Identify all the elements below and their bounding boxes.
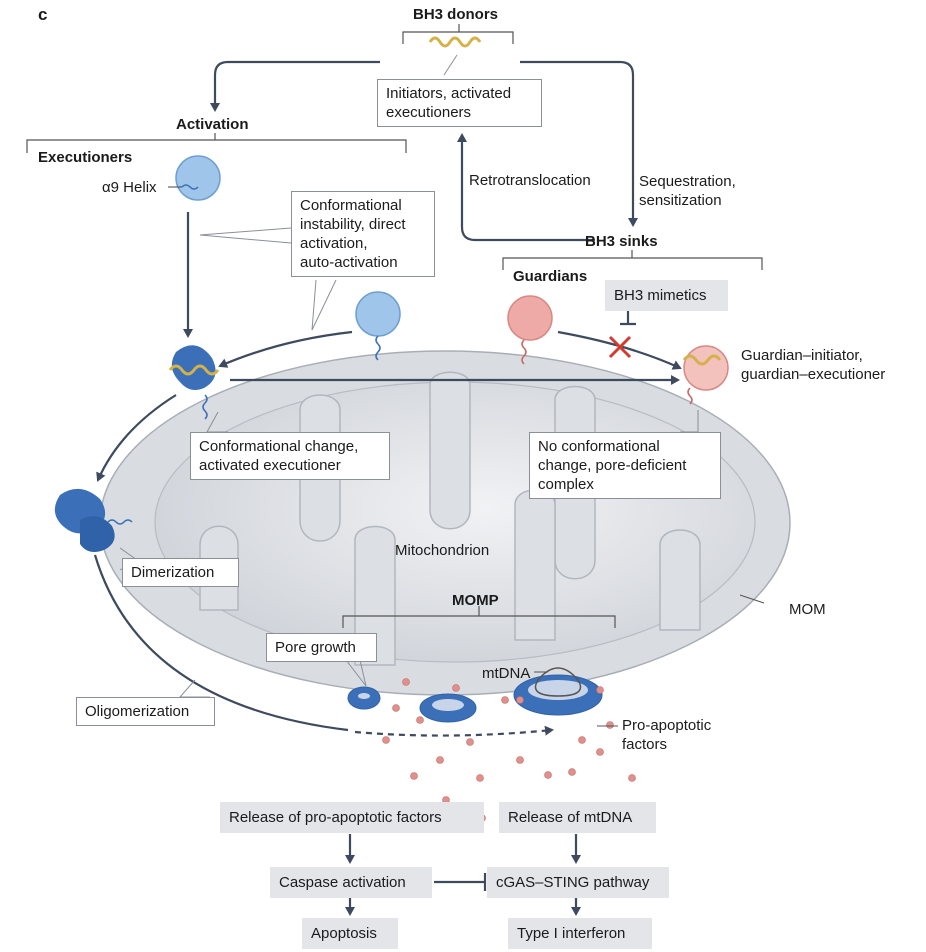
momp-bracket: [342, 606, 616, 628]
panel-label: c: [38, 5, 48, 24]
bh3-donors-label: BH3 donors: [413, 6, 499, 23]
bh3-donors-bracket: [402, 24, 514, 44]
mtdna-loop: [534, 667, 582, 697]
no-conformational-change-callout: No conformational change, pore-deficient…: [529, 432, 721, 499]
arrow-oligomerization: [93, 554, 349, 732]
sequestration-label: Sequestration, sensitization: [639, 173, 736, 209]
mom-label: MOM: [789, 601, 826, 618]
inhibit-caspase-cgas: [434, 873, 487, 891]
activation-bracket: [26, 133, 407, 153]
executioner-activated: [168, 345, 220, 420]
release-factors-box: Release of pro-apoptotic factors: [220, 802, 484, 833]
activation-label: Activation: [176, 116, 249, 133]
bh3-sinks-bracket: [502, 250, 763, 270]
guardian: [507, 295, 553, 365]
guardian-complex: [682, 345, 729, 405]
momp-label: MOMP: [452, 592, 499, 609]
pore-growth-callout: Pore growth: [266, 633, 377, 662]
guardian-complex-label: Guardian–initiator, guardian–executioner: [741, 347, 886, 383]
bh3-donor-helix: [428, 36, 482, 48]
dimerization-callout: Dimerization: [122, 558, 239, 587]
conformational-change-callout: Conformational change, activated executi…: [190, 432, 390, 480]
executioner-dimer: [54, 488, 133, 552]
executioner-inactive: [168, 155, 221, 201]
blocked-x-icon: [608, 335, 632, 359]
release-mtdna-box: Release of mtDNA: [499, 802, 656, 833]
mitochondrion-label: Mitochondrion: [395, 542, 490, 559]
arrow-guardian: [557, 330, 682, 370]
bh3-sinks-label: BH3 sinks: [585, 233, 658, 250]
mtdna-label: mtDNA: [482, 665, 531, 682]
arrow-retrotranslocation: [457, 133, 595, 242]
pro-apoptotic-label: Pro-apoptotic factors: [622, 717, 712, 753]
initiators-box: Initiators, activated executioners: [377, 79, 542, 127]
alpha9-helix-label: α9 Helix: [102, 179, 157, 196]
executioner-light: [355, 291, 401, 361]
pores: [347, 667, 603, 723]
arrow-to-dimer: [96, 394, 177, 482]
mitochondrion-shape: [99, 350, 791, 696]
oligomerization-callout: Oligomerization: [76, 697, 215, 726]
apoptosis-box: Apoptosis: [302, 918, 398, 949]
caspase-activation-box: Caspase activation: [270, 867, 432, 898]
retrotranslocation-label: Retrotranslocation: [469, 172, 591, 189]
guardians-label: Guardians: [513, 268, 588, 285]
arrow-auto-activation: [218, 330, 353, 368]
executioners-label: Executioners: [38, 149, 133, 166]
pro-apoptotic-dots: [382, 678, 636, 822]
arrow-to-activation: [210, 60, 380, 112]
instability-callout: Conformational instability, direct activ…: [291, 191, 435, 277]
arrow-to-sinks: [520, 60, 638, 227]
cgas-sting-box: cGAS–STING pathway: [487, 867, 669, 898]
type-i-interferon-box: Type I interferon: [508, 918, 652, 949]
arrow-dashed-pores: [354, 725, 554, 737]
bh3-mimetics-box: BH3 mimetics: [605, 280, 728, 311]
